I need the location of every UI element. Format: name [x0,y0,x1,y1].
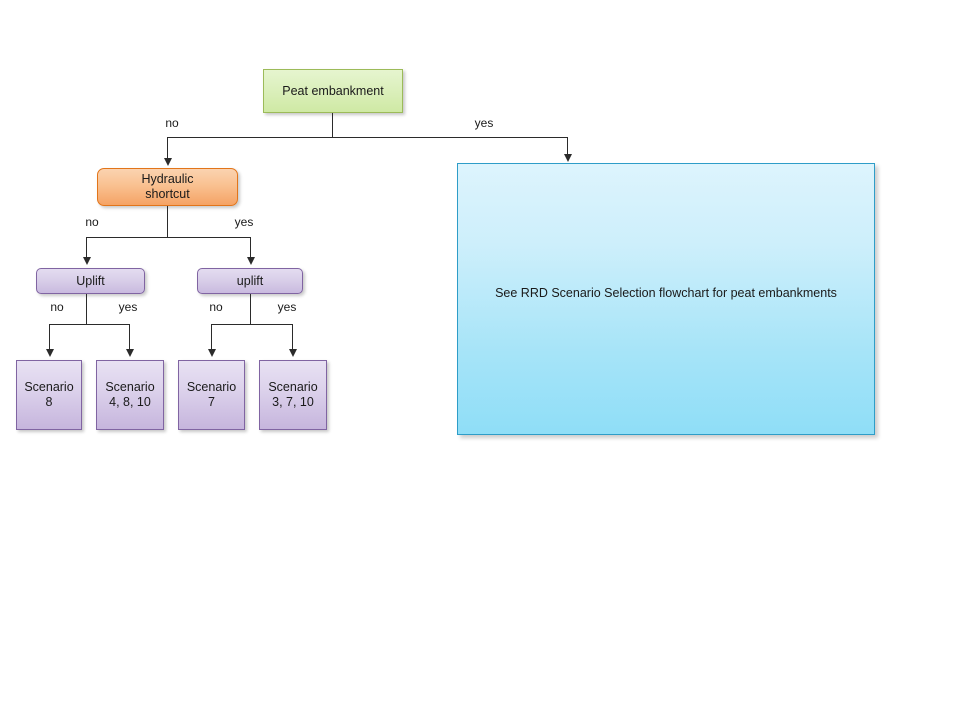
node-hydraulic-shortcut[interactable]: Hydraulic shortcut [97,168,238,206]
node-scenario-8[interactable]: Scenario 8 [16,360,82,430]
node-scenario-7[interactable]: Scenario 7 [178,360,245,430]
arrowhead-root-no [163,158,172,166]
connector-shortcut-stem [167,206,169,238]
connector-root-stem [332,113,334,138]
connector-shortcut-no-drop [86,237,88,259]
connector-root-no-drop [167,137,169,160]
edge-label-uplift-left-yes: yes [118,300,138,314]
arrowhead-uplift-right-yes [288,349,297,357]
connector-uplift-right-no-drop [211,324,213,351]
connector-shortcut-bus [86,237,250,239]
edge-label-uplift-right-yes: yes [277,300,297,314]
edge-label-uplift-left-no: no [50,300,64,314]
node-uplift-right[interactable]: uplift [197,268,303,294]
edge-label-shortcut-yes: yes [234,215,254,229]
edge-label-shortcut-no: no [85,215,99,229]
arrowhead-uplift-left-no [45,349,54,357]
connector-uplift-right-stem [250,294,252,325]
arrowhead-uplift-left-yes [125,349,134,357]
connector-uplift-right-bus [211,324,292,326]
node-scenario-3-7-10[interactable]: Scenario 3, 7, 10 [259,360,327,430]
edge-label-root-no: no [165,116,179,130]
node-uplift-left[interactable]: Uplift [36,268,145,294]
connector-root-yes-drop [567,137,569,156]
connector-uplift-right-yes-drop [292,324,294,351]
connector-uplift-left-bus [49,324,130,326]
connector-uplift-left-stem [86,294,88,325]
connector-uplift-left-yes-drop [129,324,131,351]
arrowhead-root-yes [563,154,572,162]
connector-root-bus [167,137,568,139]
connector-shortcut-yes-drop [250,237,252,259]
edge-label-uplift-right-no: no [209,300,223,314]
connector-uplift-left-no-drop [49,324,51,351]
node-scenario-4-8-10[interactable]: Scenario 4, 8, 10 [96,360,164,430]
node-peat-embankment[interactable]: Peat embankment [263,69,403,113]
panel-rrd-scenario-reference[interactable]: See RRD Scenario Selection flowchart for… [457,163,875,435]
arrowhead-shortcut-yes [246,257,255,265]
edge-label-root-yes: yes [474,116,494,130]
arrowhead-uplift-right-no [207,349,216,357]
arrowhead-shortcut-no [82,257,91,265]
